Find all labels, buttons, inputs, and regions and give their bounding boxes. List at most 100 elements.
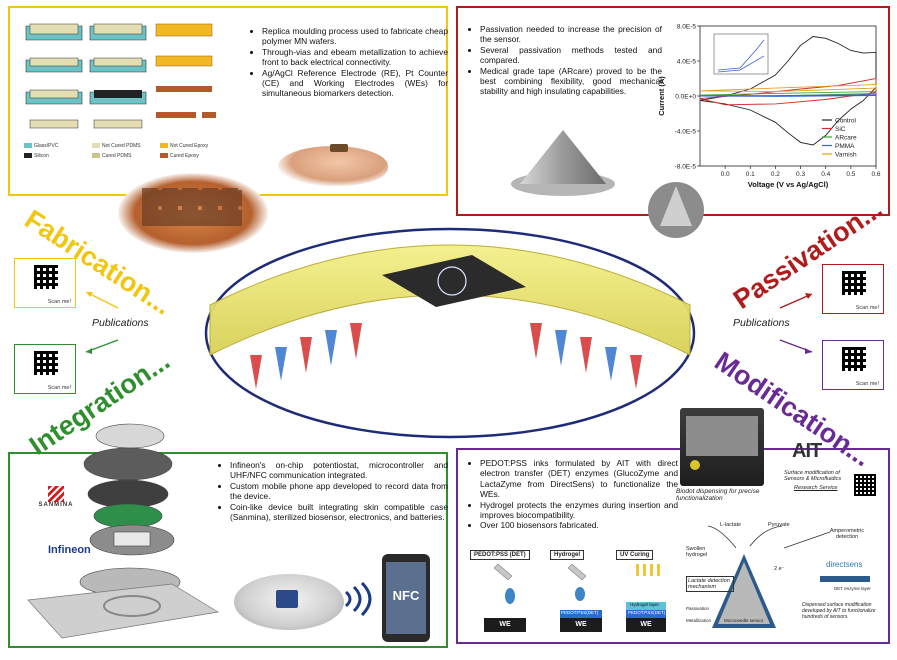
- qr-code-icon: [34, 265, 58, 289]
- qr-code-icon: [842, 271, 866, 295]
- legend-glass: Glass/PVC: [24, 143, 58, 149]
- y-tick-label: 8.0E-5: [677, 24, 697, 31]
- we-block-3: WE: [626, 618, 666, 632]
- fabrication-bullet-1: Replica moulding process used to fabrica…: [262, 26, 448, 47]
- legend-entry: ARcare: [835, 135, 857, 142]
- legend-not-cured-pdms: Not Cured PDMS: [92, 143, 141, 149]
- legend-cured-pdms: Cured PDMS: [92, 153, 131, 159]
- legend-entry: Control: [835, 118, 857, 125]
- y-axis-label: Current (A): [657, 76, 666, 116]
- step-pedot: PEDOT:PSS (DET): [470, 550, 530, 560]
- nfc-chip: [382, 255, 526, 307]
- series-line-varnish: [699, 84, 877, 93]
- integration-bullet-3: Coin-like device built integrating skin …: [230, 502, 448, 523]
- electrons-label: 2 e⁻: [774, 566, 785, 572]
- passivation-layer-label: Passivation: [686, 606, 710, 611]
- amperometric-label: Amperometric detection: [829, 528, 865, 540]
- integration-bullets: Infineon's on-chip potentiostat, microco…: [218, 460, 448, 522]
- sanmina-mark-icon: [48, 486, 64, 502]
- y-tick-label: 4.0E-5: [677, 59, 697, 66]
- qr-integration[interactable]: Scan me!: [14, 344, 76, 394]
- microneedle-sensor-label: Microneedle sensor: [724, 618, 764, 623]
- layer-pedot-label-1: PEDOT:PSS(DET): [561, 610, 599, 615]
- passivation-bullet-2: Several passivation methods tested and c…: [480, 45, 662, 66]
- y-tick-label: 0.0E+0: [675, 94, 696, 101]
- x-tick-label: 0.5: [846, 171, 855, 178]
- swollen-hydrogel-label: Swollen hydrogel: [686, 546, 708, 558]
- integration-bullet-2: Custom mobile phone app developed to rec…: [230, 481, 448, 502]
- mechanism-label: Lactate detection mechanism: [686, 576, 734, 592]
- wireless-signal-icon: [344, 582, 372, 616]
- process-steps-illustration: [493, 563, 666, 618]
- legend-not-cured-epoxy: Not Cured Epoxy: [160, 143, 208, 149]
- replica-moulding-schematic: [25, 23, 216, 129]
- passivation-bullet-1: Passivation needed to increase the preci…: [480, 24, 662, 45]
- integration-bullet-1: Infineon's on-chip potentiostat, microco…: [230, 460, 448, 481]
- modification-panel: PEDOT:PSS inks formulated by AIT with di…: [456, 408, 890, 644]
- biodot-caption: Biodot dispensing for precise functional…: [676, 488, 760, 502]
- lactate-detection-diagram: [707, 525, 870, 628]
- x-tick-label: 0.0: [721, 171, 730, 178]
- x-tick-label: 0.6: [871, 171, 880, 178]
- nfc-label: NFC: [392, 588, 420, 603]
- legend-entry: SiC: [835, 126, 846, 133]
- fabrication-bullet-2: Through-vias and ebeam metallization to …: [262, 47, 448, 68]
- ait-qr-code[interactable]: [854, 474, 876, 496]
- modification-bullet-2: Hydrogel protects the enzymes during ins…: [480, 500, 678, 521]
- publications-right-label: Publications: [733, 317, 790, 329]
- ait-logo: AIT: [792, 440, 822, 462]
- sem-passivated-image: [648, 182, 704, 238]
- step-hydrogel: Hydrogel: [550, 550, 585, 560]
- directsens-logo: directsens: [826, 560, 863, 569]
- inset-series-line-return: [717, 55, 765, 73]
- infineon-logo: Infineon: [48, 544, 91, 556]
- wafer-chips: [142, 188, 242, 226]
- ait-caption: Surface modification of Sensors & Microf…: [784, 470, 842, 482]
- qr-code-icon: [842, 347, 866, 371]
- ait-service-link[interactable]: Research Service: [794, 485, 838, 491]
- modification-bullets: PEDOT:PSS inks formulated by AIT with di…: [468, 458, 678, 531]
- fabrication-bullet-3: Ag/AgCl Reference Electrode (RE), Pt Cou…: [262, 68, 448, 99]
- y-tick-label: -4.0E-5: [675, 129, 697, 136]
- qr-fabrication[interactable]: Scan me!: [14, 258, 76, 308]
- fabrication-bullets: Replica moulding process used to fabrica…: [250, 26, 448, 99]
- modification-bullet-1: PEDOT:PSS inks formulated by AIT with di…: [480, 458, 678, 500]
- legend-entry: PMMA: [835, 143, 855, 150]
- sanmina-logo: SANMINA: [26, 486, 86, 508]
- mobile-phone: NFC: [382, 554, 430, 642]
- legend-silicon: Silicon: [24, 153, 49, 159]
- we-block-1: WE: [484, 618, 526, 632]
- det-layer-label: DET enzyme layer: [834, 586, 871, 591]
- phone-screen: [386, 562, 426, 634]
- flexible-board-illustration: [27, 583, 219, 639]
- inset-series-line: [717, 39, 765, 71]
- x-tick-label: 0.2: [771, 171, 780, 178]
- passivation-panel: Passivation needed to increase the preci…: [456, 6, 890, 238]
- passivation-bullet-3: Medical grade tape (ARcare) proved to be…: [480, 66, 662, 97]
- integration-panel: Infineon's on-chip potentiostat, microco…: [8, 423, 448, 648]
- layer-pedot-label-2: PEDOT:PSS(DET): [628, 610, 666, 615]
- modification-bullet-3: Over 100 biosensors fabricated.: [480, 520, 678, 530]
- x-tick-label: 0.1: [746, 171, 755, 178]
- cyclic-voltammetry-chart: 8.0E-5 4.0E-5 0.0E+0 -4.0E-5 -8.0E-5 0.0 0.1 0.…: [657, 24, 881, 190]
- step-uv-curing: UV Curing: [616, 550, 654, 560]
- central-biosensor-illustration: [204, 227, 696, 439]
- legend-cured-epoxy: Cured Epoxy: [160, 153, 199, 159]
- fabrication-panel: Glass/PVC Not Cured PDMS Not Cured Epoxy…: [8, 6, 448, 253]
- coin-device-label: [276, 590, 298, 608]
- lactate-label: L-lactate: [720, 522, 742, 528]
- x-axis-label: Voltage (V vs Ag/AgCl): [748, 180, 829, 189]
- x-tick-label: 0.4: [821, 171, 830, 178]
- sem-microneedle-image: [511, 130, 615, 196]
- modification-caption: Dispensed surface modification developed…: [802, 602, 876, 620]
- qr-passivation[interactable]: Scan me!: [822, 264, 884, 314]
- layer-hydrogel-label: Hydrogel layer: [630, 602, 660, 607]
- we-block-2: WE: [560, 618, 602, 632]
- y-tick-label: -8.0E-5: [675, 164, 697, 171]
- qr-code-icon: [34, 351, 58, 375]
- qr-modification[interactable]: Scan me!: [822, 340, 884, 390]
- metallization-label: Metallization: [686, 618, 712, 623]
- series-line-control: [699, 36, 877, 146]
- pyruvate-label: Pyruvate: [768, 522, 790, 528]
